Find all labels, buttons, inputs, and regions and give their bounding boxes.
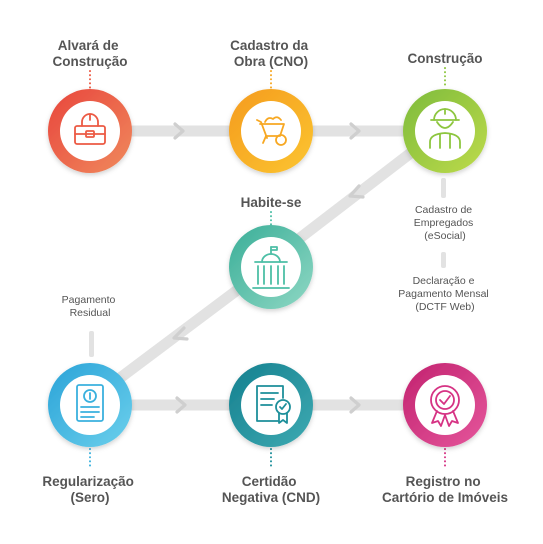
step-alvara-title: Alvará de Construção [52,38,127,69]
arrow-right-icon [175,396,187,414]
connector-construcao-notes [441,178,446,198]
connectors [116,122,416,414]
step-regularizacao-title: Regularização (Sero) [42,474,137,505]
arrow-down-left-icon [348,184,365,199]
step-cadastro-title: Cadastro da Obra (CNO) [230,38,312,69]
document-coin-icon [76,384,104,422]
arrow-down-left-icon [172,326,189,341]
worker-helmet-icon [429,108,461,149]
note-pagamento-residual: Pagamento Residual [62,294,119,319]
note-declaracao-pagamento: Declaração e Pagamento Mensal (DCTF Web) [398,275,491,313]
toolbox-icon [74,113,106,145]
step-registro [403,363,487,447]
certificate-icon [256,385,291,424]
step-regularizacao [48,363,132,447]
step-certidao [229,363,313,447]
step-alvara [48,89,132,173]
note-cadastro-empregados: Cadastro de Empregados (eSocial) [414,204,476,242]
arrow-right-icon [349,122,361,140]
arrow-right-icon [173,122,185,140]
connector-pagamento-residual [89,331,94,357]
step-construcao-title: Construção [407,51,482,66]
rosette-badge-icon [430,385,460,427]
step-certidao-title: Certidão Negativa (CND) [222,474,320,505]
connector-notes-gap [441,252,446,268]
step-cadastro [229,89,313,173]
step-construcao [403,89,487,173]
building-icon [252,246,290,289]
arrow-right-icon [349,396,361,414]
step-habite [229,225,313,309]
step-habite-title: Habite-se [241,195,302,210]
step-registro-title: Registro no Cartório de Imóveis [382,474,508,505]
wheelbarrow-icon [256,116,287,146]
